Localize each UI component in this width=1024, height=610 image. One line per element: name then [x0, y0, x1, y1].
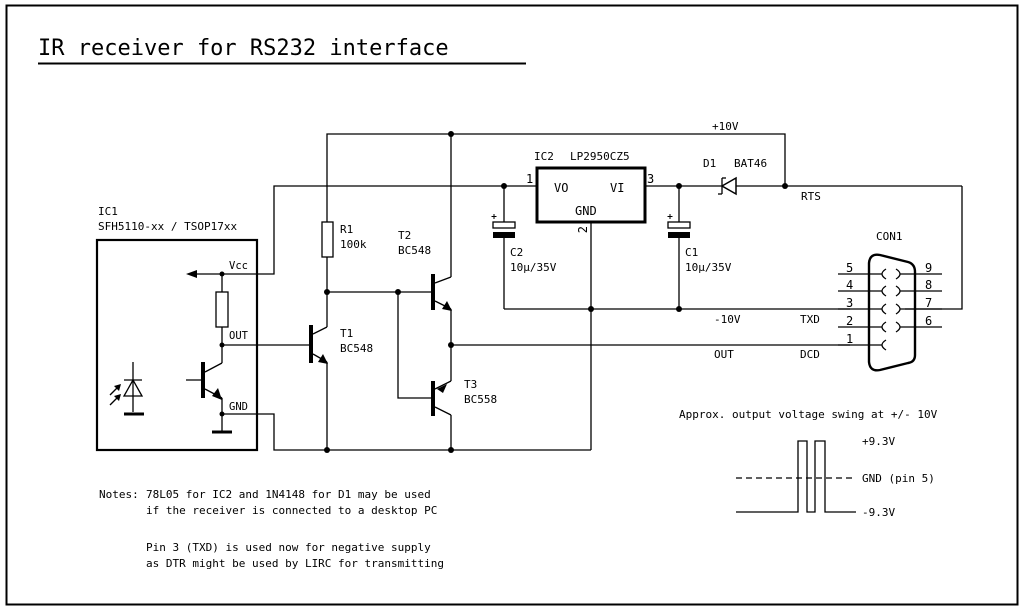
notes-prefix: Notes:	[99, 488, 139, 501]
junction	[782, 183, 788, 189]
ic2-pin-2: 2	[576, 226, 590, 233]
ic1-pullup-resistor	[215, 291, 229, 328]
ic1-pin-gnd: GND	[229, 401, 248, 413]
t2-ref: T2	[398, 229, 411, 242]
t3-ref: T3	[464, 378, 477, 391]
con1-pin-3: 3	[846, 296, 853, 310]
t3-part: BC558	[464, 393, 497, 406]
con1-pin-8: 8	[925, 278, 932, 292]
d1-part: BAT46	[734, 157, 767, 170]
net-label-txd: TXD	[800, 313, 820, 326]
ic2-pin-1: 1	[526, 172, 533, 186]
con1-db9-connector: CON1 5 4 3 2 1 9 8 7 6	[838, 230, 942, 372]
junction	[448, 447, 454, 453]
ic2-pin-gnd: GND	[575, 204, 597, 218]
ic2-box	[535, 166, 647, 224]
vcc-arrow-icon	[186, 270, 197, 278]
net-label-out: OUT	[714, 348, 734, 361]
notes-block: Notes: 78L05 for IC2 and 1N4148 for D1 m…	[99, 488, 444, 570]
con1-pin-5: 5	[846, 261, 853, 275]
note-line: if the receiver is connected to a deskto…	[146, 504, 437, 517]
wire-plus10v-rail	[326, 133, 786, 222]
wire-gnd-rail	[257, 413, 591, 451]
drawing-frame	[5, 4, 1019, 606]
junction	[324, 447, 330, 453]
con1-pin-6: 6	[925, 314, 932, 328]
ic2-pin-vi: VI	[610, 181, 624, 195]
con1-pin-1: 1	[846, 332, 853, 346]
ic1-ref: IC1	[98, 205, 118, 218]
waveform-low-label: -9.3V	[862, 506, 895, 519]
note-line: Pin 3 (TXD) is used now for negative sup…	[146, 541, 431, 554]
ic2-pin-3: 3	[647, 172, 654, 186]
d1-schottky-diode-icon	[718, 176, 737, 196]
c2-capacitor-icon	[491, 183, 516, 309]
t2-part: BC548	[398, 244, 431, 257]
con1-pin-9: 9	[925, 261, 932, 275]
voltage-swing-diagram: Approx. output voltage swing at +/- 10V …	[679, 408, 938, 519]
ic1-pin-vcc: Vcc	[229, 260, 248, 272]
t3-pnp-transistor-icon	[431, 380, 452, 450]
r1-resistor-icon	[321, 221, 334, 258]
t1-npn-transistor-icon	[309, 325, 328, 450]
waveform-high-label: +9.3V	[862, 435, 895, 448]
r1-ref: R1	[340, 223, 353, 236]
d1-ref: D1	[703, 157, 716, 170]
t1-part: BC548	[340, 342, 373, 355]
con1-pin-2: 2	[846, 314, 853, 328]
c1-value: 10µ/35V	[685, 261, 732, 274]
net-label-dcd: DCD	[800, 348, 820, 361]
ic2-part: LP2950CZ5	[570, 150, 630, 163]
net-label-rts: RTS	[801, 190, 821, 203]
con1-pin-7: 7	[925, 296, 932, 310]
net-label-minus10v: -10V	[714, 313, 741, 326]
con1-ref: CON1	[876, 230, 903, 243]
r1-value: 100k	[340, 238, 367, 251]
net-label-plus10v: +10V	[712, 120, 739, 133]
c2-ref: C2	[510, 246, 523, 259]
c1-capacitor-icon	[667, 183, 691, 309]
c1-ref: C1	[685, 246, 698, 259]
note-line: 78L05 for IC2 and 1N4148 for D1 may be u…	[146, 488, 431, 501]
ic1-part: SFH5110-xx / TSOP17xx	[98, 220, 237, 233]
c2-value: 10µ/35V	[510, 261, 557, 274]
ic1-pin-out: OUT	[229, 330, 249, 342]
note-line: as DTR might be used by LIRC for transmi…	[146, 557, 444, 570]
photodiode-icon	[109, 362, 144, 416]
waveform-caption: Approx. output voltage swing at +/- 10V	[679, 408, 938, 421]
waveform-gnd-label: GND (pin 5)	[862, 472, 935, 485]
db9-shell-icon	[867, 253, 917, 372]
con1-pin-4: 4	[846, 278, 853, 292]
output-waveform	[736, 440, 856, 513]
ic2-ref: IC2	[534, 150, 554, 163]
ic2-pin-vo: VO	[554, 181, 568, 195]
ic2-regulator: IC2 LP2950CZ5 VO VI GND 1 3 2	[526, 150, 654, 233]
ic1-receiver-module: IC1 SFH5110-xx / TSOP17xx Vcc OUT GND	[95, 205, 259, 452]
t1-ref: T1	[340, 327, 353, 340]
schematic-title: IR receiver for RS232 interface	[38, 36, 449, 61]
